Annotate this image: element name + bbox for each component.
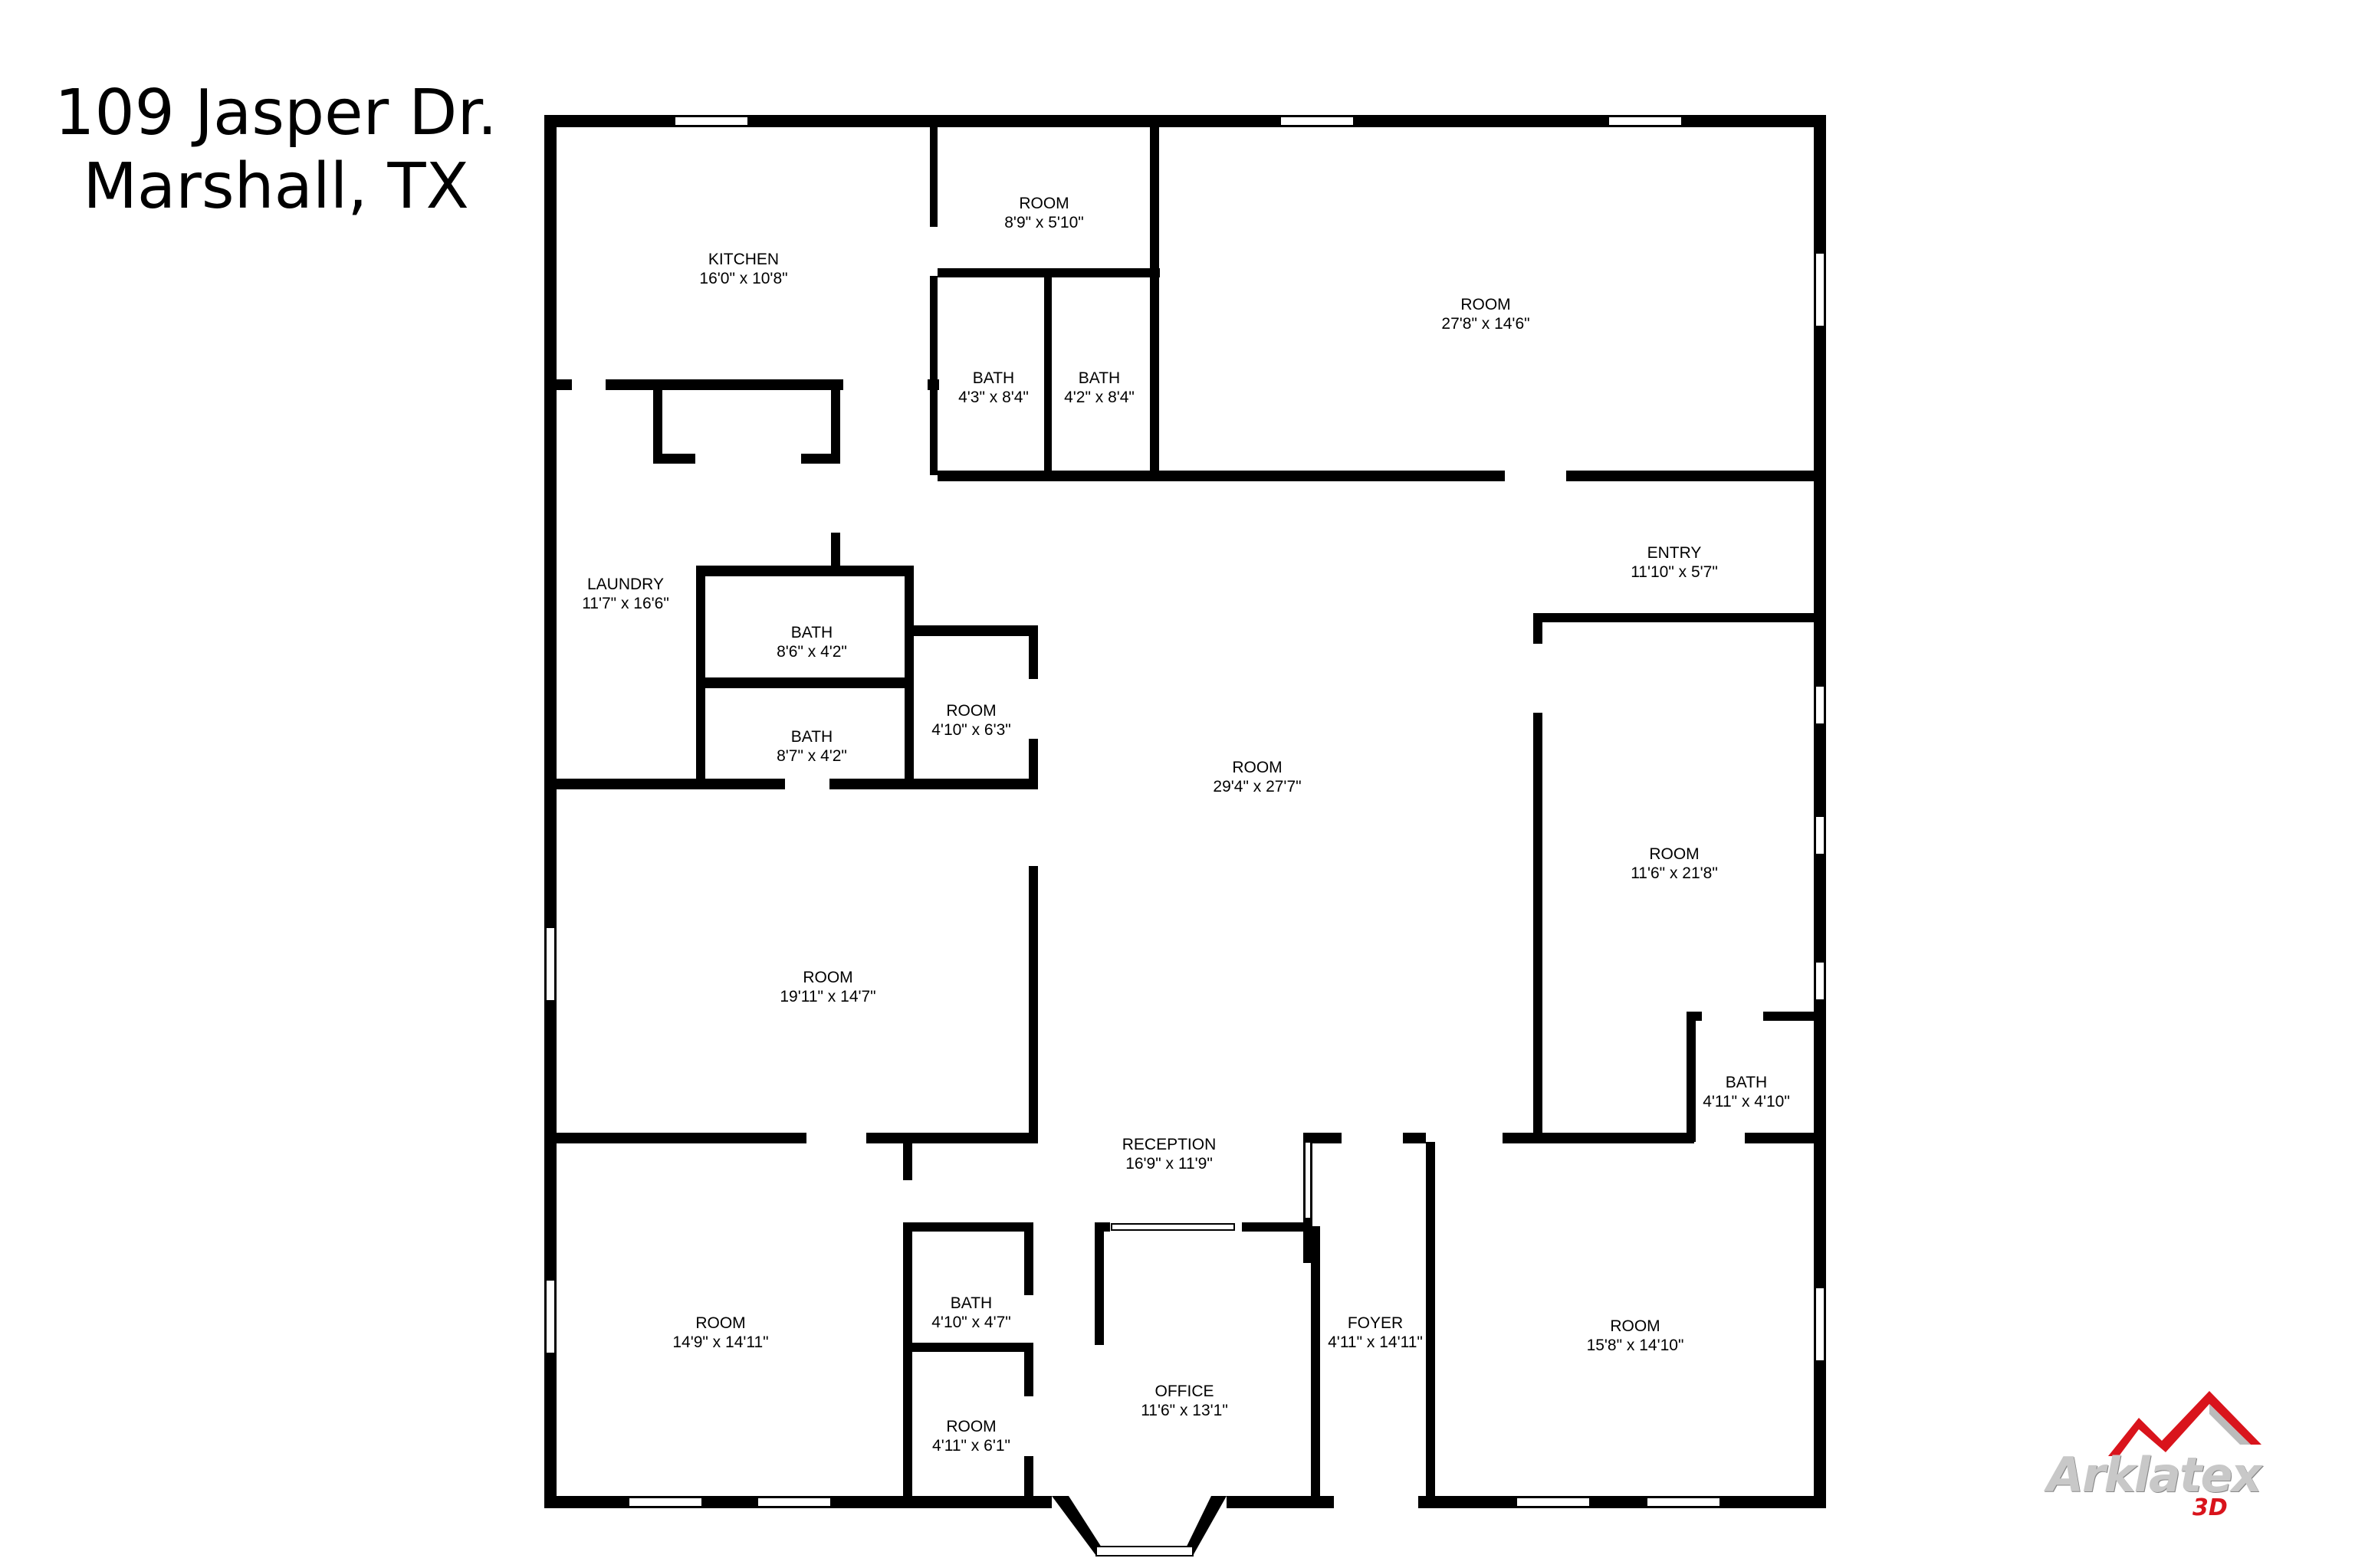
room-dims: 4'11" x 4'10"	[1703, 1093, 1790, 1110]
room-dims: 4'11" x 14'11"	[1328, 1333, 1423, 1351]
room-dims: 15'8" x 14'10"	[1587, 1337, 1684, 1354]
room-dims: 14'9" x 14'11"	[672, 1333, 768, 1351]
room-dims: 4'11" x 6'1"	[932, 1437, 1010, 1455]
room-label: ROOM	[695, 1314, 745, 1332]
room-dims: 16'9" x 11'9"	[1125, 1155, 1213, 1173]
room-label: ROOM	[946, 1418, 996, 1435]
address-line-2: Marshall, TX	[83, 150, 469, 223]
room-label: BATH	[973, 369, 1014, 387]
room-dims: 29'4" x 27'7"	[1213, 778, 1301, 795]
room-label: ROOM	[1649, 845, 1699, 863]
room-dims: 11'7" x 16'6"	[582, 595, 669, 612]
room-label: ROOM	[1232, 759, 1282, 776]
room-dims: 19'11" x 14'7"	[780, 988, 875, 1005]
room-label: ROOM	[1460, 296, 1510, 313]
room-label: KITCHEN	[708, 251, 779, 268]
address-title: 109 Jasper Dr. Marshall, TX	[38, 77, 514, 224]
room-label: OFFICE	[1155, 1383, 1214, 1400]
logo-brand-text: Arklatex	[2047, 1447, 2262, 1503]
room-label: FOYER	[1348, 1314, 1403, 1332]
room-label: BATH	[1726, 1074, 1767, 1091]
room-dims: 4'10" x 4'7"	[931, 1314, 1011, 1331]
room-label: BATH	[951, 1294, 992, 1312]
room-label: ROOM	[803, 969, 852, 986]
room-label: LAUNDRY	[587, 576, 664, 593]
room-dims: 8'6" x 4'2"	[777, 643, 847, 661]
room-label: ENTRY	[1647, 544, 1702, 562]
windows	[545, 116, 1825, 1507]
room-label: BATH	[791, 624, 833, 641]
room-dims: 11'6" x 21'8"	[1631, 864, 1718, 882]
room-dims: 27'8" x 14'6"	[1441, 315, 1529, 333]
room-dims: 4'3" x 8'4"	[958, 389, 1029, 406]
room-dims: 16'0" x 10'8"	[699, 270, 787, 287]
walls	[544, 115, 1826, 1508]
room-dims: 4'10" x 6'3"	[931, 721, 1011, 739]
room-label: ROOM	[1610, 1317, 1660, 1335]
room-label: BATH	[1079, 369, 1120, 387]
room-label: ROOM	[946, 702, 996, 720]
room-dims: 11'6" x 13'1"	[1141, 1402, 1228, 1419]
house-roof-icon	[2108, 1391, 2261, 1456]
arklatex-logo: Arklatex 3D	[2039, 1387, 2292, 1521]
logo-3d-text: 3D	[2192, 1494, 2228, 1521]
room-dims: 8'9" x 5'10"	[1004, 214, 1084, 231]
room-labels: KITCHEN 16'0" x 10'8" ROOM 8'9" x 5'10" …	[582, 195, 1790, 1455]
room-label: BATH	[791, 728, 833, 746]
room-label: ROOM	[1019, 195, 1069, 212]
address-line-1: 109 Jasper Dr.	[54, 77, 498, 149]
room-label: RECEPTION	[1122, 1136, 1217, 1153]
room-dims: 11'10" x 5'7"	[1631, 563, 1718, 581]
bay-window	[1052, 1496, 1227, 1557]
room-dims: 8'7" x 4'2"	[777, 747, 847, 765]
room-dims: 4'2" x 8'4"	[1064, 389, 1135, 406]
